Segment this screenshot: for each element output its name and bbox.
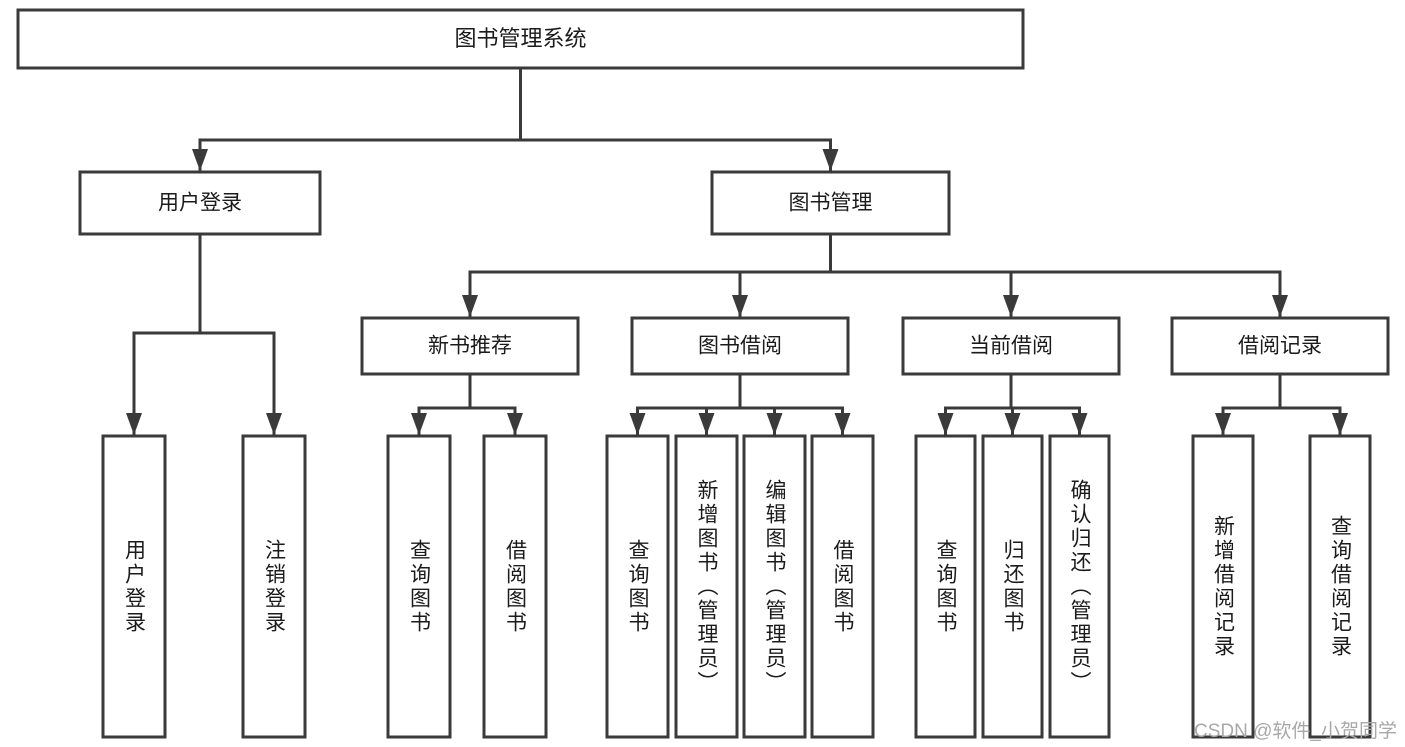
level2-node-label-1: 图书借阅 bbox=[698, 335, 782, 358]
leaf-node-box-4[interactable] bbox=[605, 434, 670, 739]
root-arrowhead-icon-1 bbox=[822, 149, 839, 171]
level2-node-box-0[interactable] bbox=[360, 316, 580, 376]
csdn-watermark: CSDN @软件_小贺同学 bbox=[1194, 721, 1397, 742]
leaf-node-box-9[interactable] bbox=[981, 434, 1044, 739]
level1-node-box-1[interactable] bbox=[710, 170, 951, 236]
leaf-node-box-5[interactable] bbox=[674, 434, 739, 739]
level2-node-box-1[interactable] bbox=[630, 316, 850, 376]
level2-node-label-2: 当前借阅 bbox=[969, 335, 1053, 358]
record-arrowhead-icon-0 bbox=[1215, 413, 1231, 435]
leaf-node-box-7[interactable] bbox=[810, 434, 875, 739]
root-arrowhead-icon-0 bbox=[192, 149, 208, 171]
level1-node-label-0: 用户登录 bbox=[158, 192, 242, 215]
bookmgmt-arrowhead-icon-1 bbox=[732, 295, 748, 317]
node-box-layer bbox=[16, 8, 1390, 739]
level2-node-box-2[interactable] bbox=[901, 316, 1121, 376]
leaf-node-box-11[interactable] bbox=[1191, 434, 1255, 739]
level2-node-label-0: 新书推荐 bbox=[428, 335, 512, 358]
bookmgmt-arrowhead-icon-3 bbox=[1272, 295, 1288, 317]
leaf-node-box-1[interactable] bbox=[241, 434, 307, 739]
root-node-box[interactable] bbox=[16, 8, 1025, 70]
record-arrowhead-icon-1 bbox=[1332, 413, 1348, 435]
level1-node-box-0[interactable] bbox=[78, 170, 322, 236]
bookmgmt-arrowhead-icon-0 bbox=[462, 295, 478, 317]
connector-layer bbox=[126, 66, 1348, 436]
leaf-node-box-10[interactable] bbox=[1048, 434, 1111, 739]
leaf-node-box-0[interactable] bbox=[101, 434, 167, 739]
login-arrowhead-icon-1 bbox=[266, 413, 282, 435]
borrow-arrowhead-icon-0 bbox=[629, 413, 646, 435]
leaf-node-box-8[interactable] bbox=[914, 434, 977, 739]
current-arrowhead-icon-2 bbox=[1071, 413, 1088, 435]
root-node-label: 图书管理系统 bbox=[454, 26, 586, 51]
level1-node-label-1: 图书管理 bbox=[789, 192, 873, 215]
borrow-arrowhead-icon-1 bbox=[698, 413, 715, 435]
leaf-node-box-3[interactable] bbox=[482, 434, 548, 739]
leaf-node-box-12[interactable] bbox=[1308, 434, 1372, 739]
level2-node-box-3[interactable] bbox=[1170, 316, 1390, 376]
borrow-arrowhead-icon-3 bbox=[834, 413, 851, 435]
borrow-arrowhead-icon-2 bbox=[766, 413, 783, 435]
login-arrowhead-icon-0 bbox=[126, 413, 142, 435]
leaf-node-box-6[interactable] bbox=[742, 434, 807, 739]
current-arrowhead-icon-0 bbox=[937, 413, 954, 435]
current-arrowhead-icon-1 bbox=[1004, 413, 1021, 435]
newbook-arrowhead-icon-0 bbox=[411, 413, 427, 435]
level2-node-label-3: 借阅记录 bbox=[1238, 335, 1322, 358]
bookmgmt-arrowhead-icon-2 bbox=[1003, 295, 1019, 317]
newbook-arrowhead-icon-1 bbox=[507, 413, 523, 435]
leaf-node-box-2[interactable] bbox=[386, 434, 452, 739]
